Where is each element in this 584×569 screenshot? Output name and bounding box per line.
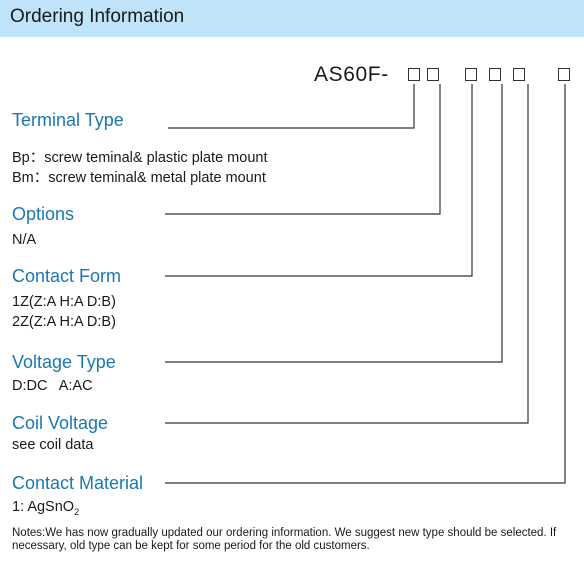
options-value: N/A xyxy=(12,232,37,248)
terminal-type-option-bp: Bp：screw teminal& plastic plate mount xyxy=(12,150,268,166)
page-title: Ordering Information xyxy=(10,6,185,27)
terminal-type-option-bm: Bm：screw teminal& metal plate mount xyxy=(12,170,266,186)
model-code-prefix: AS60F- xyxy=(314,63,389,86)
contact-form-option-2z: 2Z(Z:A H:A D:B) xyxy=(12,314,116,330)
code-box-voltage-type xyxy=(489,68,501,81)
contact-material-formula: 1: AgSnO xyxy=(12,499,75,515)
code-box-options xyxy=(427,68,439,81)
leader-line-options xyxy=(165,84,441,215)
leader-line-terminal-type xyxy=(168,84,415,129)
code-box-contact-material xyxy=(558,68,570,81)
section-title-contact-form: Contact Form xyxy=(12,266,122,286)
contact-form-option-1z: 1Z(Z:A H:A D:B) xyxy=(12,294,116,310)
section-title-options: Options xyxy=(12,204,75,224)
code-box-contact-form xyxy=(465,68,477,81)
contact-material-value: 1: AgSnO2 xyxy=(12,499,79,517)
header-bar xyxy=(0,0,584,37)
section-title-terminal-type: Terminal Type xyxy=(12,110,124,130)
section-title-coil-voltage: Coil Voltage xyxy=(12,413,109,433)
coil-voltage-value: see coil data xyxy=(12,437,94,453)
leader-line-contact-form xyxy=(165,84,473,277)
section-title-contact-material: Contact Material xyxy=(12,473,144,493)
code-box-coil-voltage xyxy=(513,68,525,81)
notes-text: Notes:We has now gradually updated our o… xyxy=(12,527,557,552)
leader-line-coil-voltage xyxy=(165,84,529,424)
contact-material-subscript: 2 xyxy=(74,506,80,517)
section-title-voltage-type: Voltage Type xyxy=(12,352,116,372)
code-box-terminal-type xyxy=(408,68,420,81)
voltage-type-values: D:DC A:AC xyxy=(12,378,93,394)
leader-line-contact-material xyxy=(165,84,566,484)
leader-line-voltage-type xyxy=(165,84,503,363)
